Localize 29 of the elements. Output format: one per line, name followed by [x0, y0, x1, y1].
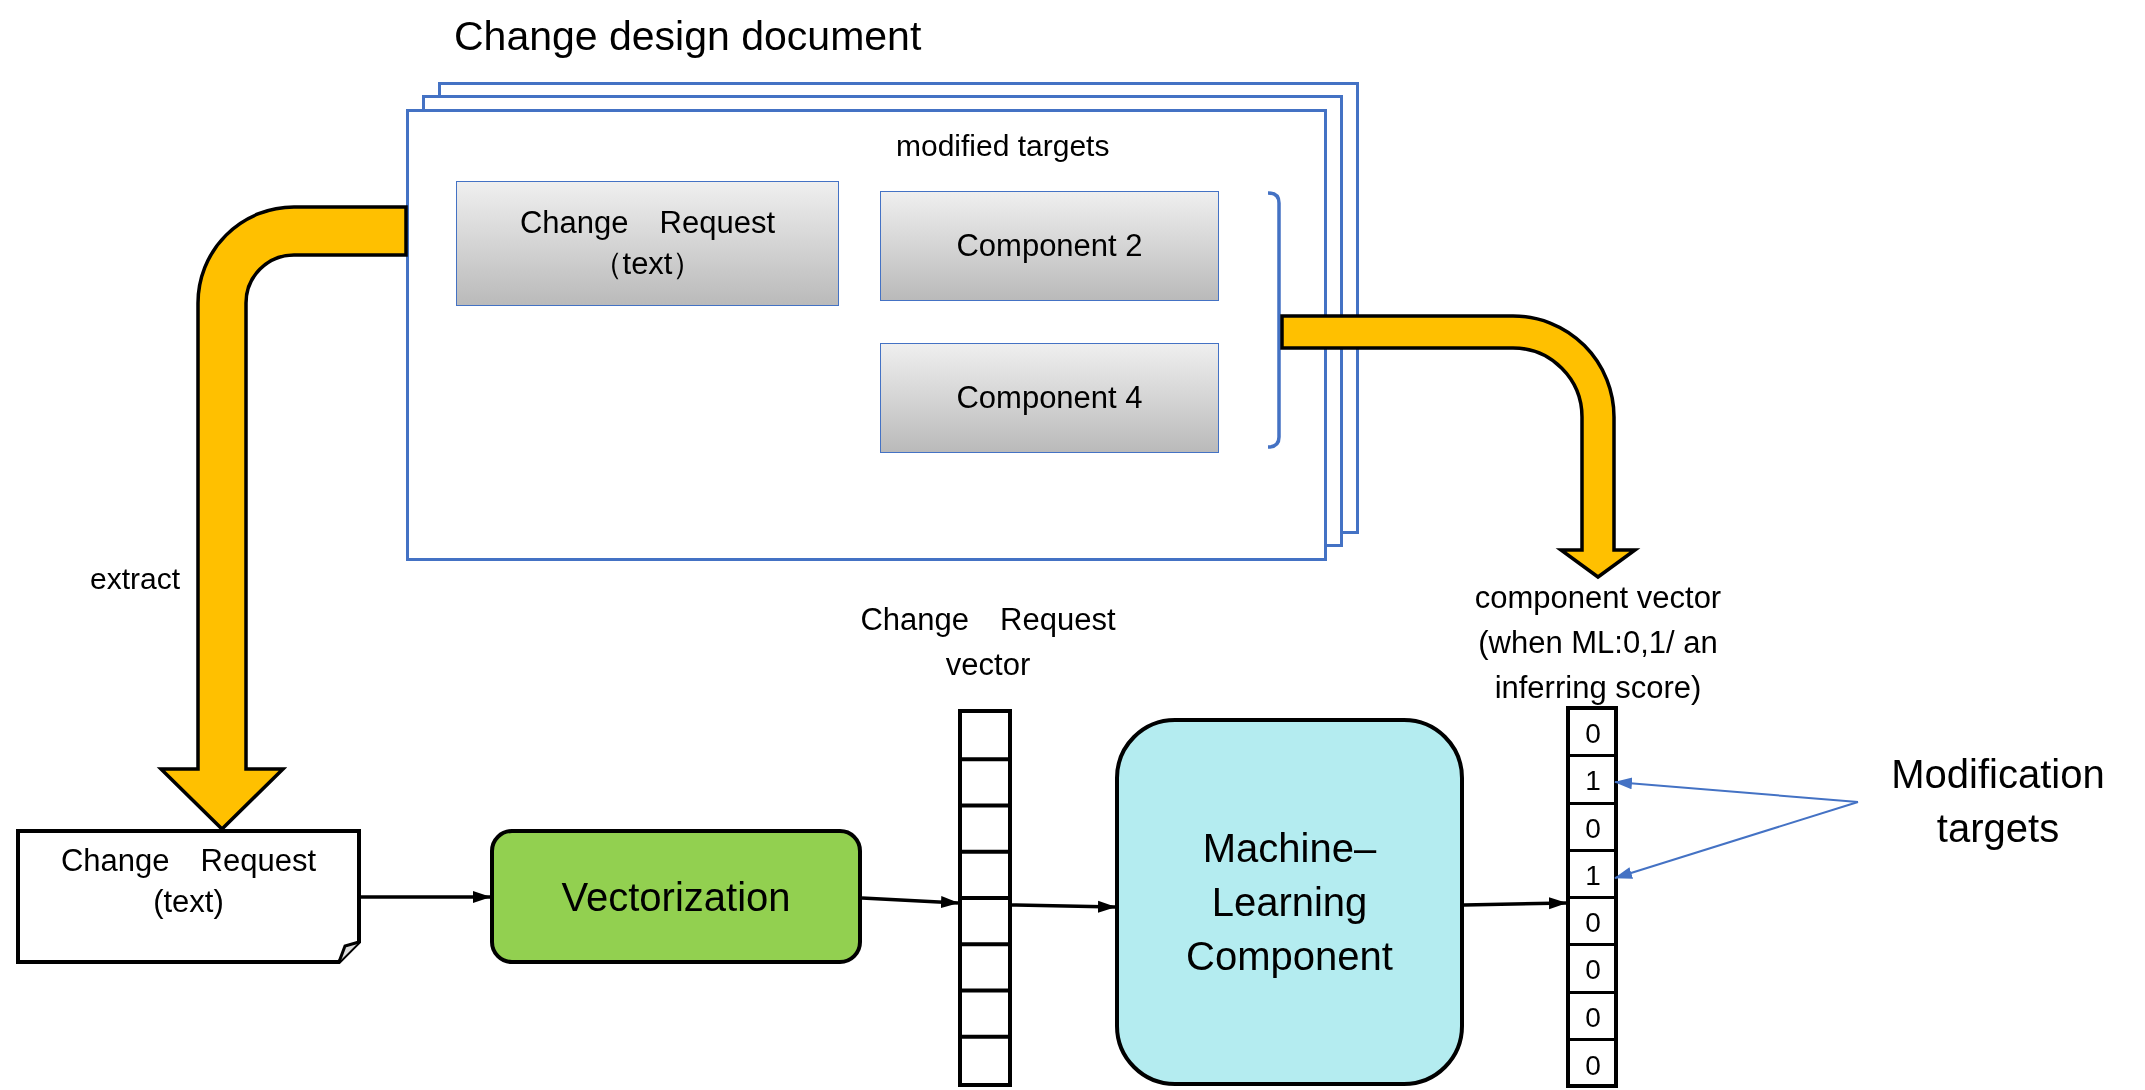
vector-cell: 0	[1570, 993, 1616, 1041]
vector-caption: component vector (when ML:0,1/ an inferring score)	[1473, 579, 1723, 707]
arrow	[861, 896, 959, 909]
document-heading: Change design document	[454, 13, 922, 60]
text-box: Component 4	[880, 343, 1219, 453]
vector-cell: 0	[1570, 899, 1616, 947]
bracket	[1266, 191, 1282, 449]
vector-cell: 0	[1570, 804, 1616, 852]
block-arrow	[159, 205, 408, 831]
text-box: Component 2	[880, 191, 1219, 301]
arrow	[361, 891, 491, 903]
vector-column	[958, 709, 1012, 1087]
vector-caption: Change Request vector	[859, 601, 1117, 684]
process-box: Machine– Learning Component	[1115, 718, 1464, 1086]
arrow	[1011, 900, 1116, 913]
vector-cell: 1	[1570, 757, 1616, 805]
document-shape: Change Request (text)	[16, 829, 361, 964]
vector-column	[1566, 706, 1618, 1088]
arrow	[1463, 897, 1567, 910]
group-heading: modified targets	[896, 129, 1110, 163]
vector-cell: 0	[1570, 946, 1616, 994]
vector-cell: 1	[1570, 851, 1616, 899]
text-box: Change Request （text）	[456, 181, 839, 306]
process-box: Vectorization	[490, 829, 862, 964]
callout-text: Modification targets	[1858, 745, 2138, 857]
leader-line	[1614, 777, 1859, 803]
leader-line	[1614, 801, 1859, 879]
vector-cell: 0	[1570, 710, 1616, 758]
vector-cell: 0	[1570, 1040, 1616, 1088]
